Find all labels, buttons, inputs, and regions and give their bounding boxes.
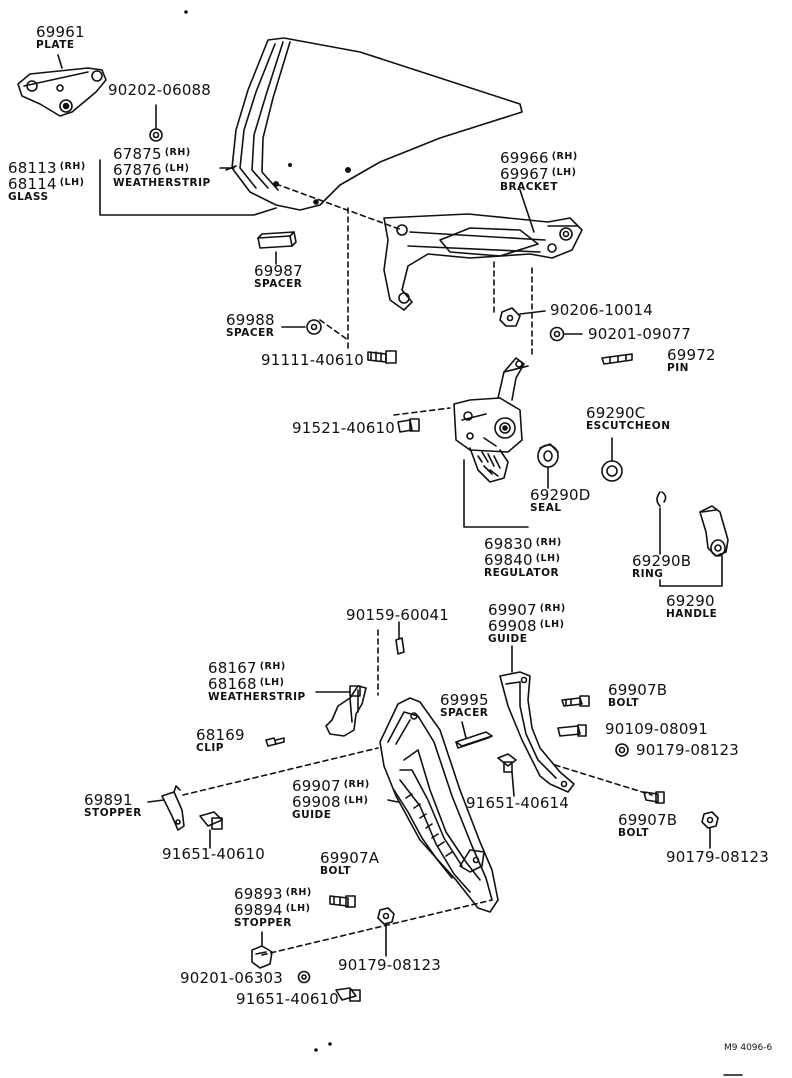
label-glass: 68113(RH) 68114(LH) GLASS — [8, 159, 86, 203]
ring-drawing — [656, 491, 667, 555]
spacer-69987-drawing — [257, 231, 297, 265]
label-nut-90179-far-right: 90179-08123 — [666, 848, 770, 866]
guide-front-drawing — [379, 697, 499, 913]
bolt-91651-40614-drawing — [497, 753, 517, 797]
label-escutcheon: 69290C ESCUTCHEON — [586, 404, 671, 432]
label-screw-90159: 90159-60041 — [346, 606, 450, 624]
bolt-69907b-lower-drawing — [643, 791, 665, 804]
label-ring: 69290B RING — [632, 552, 692, 580]
spacer-69988-drawing — [281, 319, 322, 335]
label-guide-front: 69907(RH) 69908(LH) GUIDE — [292, 777, 370, 821]
bolt-69907a-drawing — [329, 895, 356, 908]
nut-90179-right-drawing — [615, 743, 629, 757]
alignment-lines-upper — [182, 183, 653, 956]
stopper-upper-drawing — [147, 785, 185, 831]
screw-90159-drawing — [395, 621, 405, 655]
label-seal: 69290D SEAL — [530, 486, 591, 514]
bracket-drawing — [383, 213, 583, 311]
label-regulator: 69830(RH) 69840(LH) REGULATOR — [484, 535, 562, 579]
label-bolt-90109: 90109-08091 — [605, 720, 709, 738]
label-bolt-91521: 91521-40610 — [292, 419, 396, 437]
label-bolt-69907b-upper: 69907B BOLT — [608, 681, 668, 709]
bolt-69907b-upper-drawing — [561, 695, 590, 707]
speck — [328, 1042, 332, 1046]
label-handle: 69290 HANDLE — [666, 592, 718, 620]
label-plate: 69961 PLATE — [36, 23, 85, 51]
label-bolt-91651-lower: 91651-40610 — [236, 990, 340, 1008]
regulator-leader — [463, 459, 529, 528]
label-bolt-69907a: 69907A BOLT — [320, 849, 380, 877]
regulator-drawing — [453, 357, 529, 483]
label-bracket: 69966(RH) 69967(LH) BRACKET — [500, 149, 578, 193]
label-pin: 69972 PIN — [667, 346, 716, 374]
guide-front-leader — [387, 799, 399, 803]
label-bolt-91111: 91111-40610 — [261, 351, 365, 369]
guide-rear-drawing — [499, 645, 575, 793]
label-nut-90201-06303: 90201-06303 — [180, 969, 284, 987]
label-spacer-69995: 69995 SPACER — [440, 691, 489, 719]
label-bolt-91651-40614: 91651-40614 — [466, 794, 570, 812]
weatherstrip-lower-drawing — [315, 685, 367, 737]
label-weatherstrip-lower: 68167(RH) 68168(LH) WEATHERSTRIP — [208, 659, 306, 703]
bolt-91111-drawing — [367, 350, 397, 364]
label-clip: 68169 CLIP — [196, 726, 245, 754]
speck — [184, 10, 188, 14]
spacer-69995-drawing — [455, 721, 493, 749]
stopper-lower-drawing — [251, 931, 273, 969]
speck — [314, 1048, 318, 1052]
bolt-91651-lower-drawing — [335, 987, 361, 1002]
pin-drawing — [601, 353, 633, 365]
label-nut-90201: 90201-09077 — [588, 325, 692, 343]
bolt-91651-mid-drawing — [199, 811, 223, 849]
label-bolt-91651-mid: 91651-40610 — [162, 845, 266, 863]
glass-leader — [99, 159, 277, 216]
clip-drawing — [265, 737, 285, 747]
label-stopper-upper: 69891 STOPPER — [84, 791, 142, 819]
label-spacer-69987: 69987 SPACER — [254, 262, 303, 290]
label-stopper-lower: 69893(RH) 69894(LH) STOPPER — [234, 885, 312, 929]
label-bolt-69907b-lower: 69907B BOLT — [618, 811, 678, 839]
label-guide-rear: 69907(RH) 69908(LH) GUIDE — [488, 601, 566, 645]
bolt-90109-drawing — [557, 724, 587, 737]
bolt-91521-drawing — [397, 418, 420, 433]
label-nut-90179-right: 90179-08123 — [636, 741, 740, 759]
footer-code: M9 4096-6 — [724, 1043, 773, 1053]
escutcheon-drawing — [601, 437, 623, 482]
seal-drawing — [537, 443, 559, 489]
nut-90179-far-right-drawing — [701, 811, 719, 849]
bracket-leader — [519, 189, 535, 233]
nut-90201-06303-drawing — [297, 970, 311, 984]
label-weatherstrip-upper: 67875(RH) 67876(LH) WEATHERSTRIP — [113, 145, 211, 189]
washer-90206-drawing — [499, 307, 546, 327]
label-nut-90179-lower: 90179-08123 — [338, 956, 442, 974]
glass-drawing — [225, 37, 523, 211]
plate-bolt-drawing — [149, 104, 163, 142]
label-plate-bolt: 90202-06088 — [108, 81, 212, 99]
nut-90201-drawing — [549, 326, 583, 342]
label-washer-90206: 90206-10014 — [550, 301, 654, 319]
plate-drawing — [17, 54, 107, 117]
nut-90179-lower-drawing — [377, 907, 395, 957]
handle-leader — [659, 555, 723, 587]
handle-drawing — [699, 505, 729, 557]
label-spacer-69988: 69988 SPACER — [226, 311, 275, 339]
